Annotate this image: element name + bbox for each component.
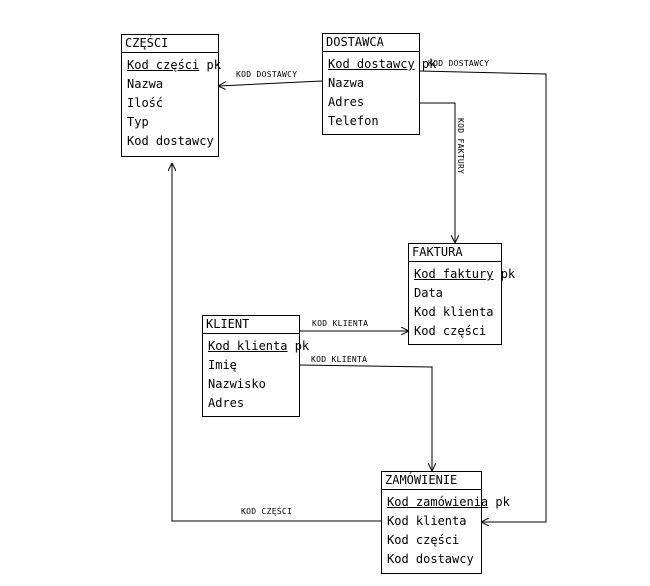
pk-name: Kod części: [127, 58, 200, 72]
attr: Nazwa: [127, 77, 164, 91]
pk-name: Kod dostawcy: [328, 57, 415, 71]
relation-label-klient-faktura: KOD KLIENTA: [312, 319, 369, 328]
line-dostawca-zamowienie: [419, 70, 547, 522]
attr: Kod klienta: [387, 514, 467, 528]
line-dostawca-faktura: [420, 102, 455, 242]
pk-name: Kod faktury: [414, 267, 494, 281]
pk-marker: pk: [488, 495, 510, 509]
attr: Kod dostawcy: [127, 134, 214, 148]
attr: Telefon: [328, 114, 379, 128]
entity-czesci[interactable]: CZĘŚCI Kod części pk Nazwa Ilość Typ Kod…: [121, 34, 221, 157]
primary-key-attr: Kod dostawcy pk: [323, 55, 436, 74]
relation-label-zamowienie-czesci: KOD CZĘŚCI: [241, 507, 293, 516]
entity-title: KLIENT: [203, 316, 299, 334]
pk-name: Kod zamówienia: [387, 495, 489, 509]
primary-key-attr: Kod klienta pk: [203, 337, 309, 356]
attr: Data: [414, 286, 443, 300]
pk-marker: pk: [287, 339, 310, 353]
line-dostawca-czesci: [219, 80, 323, 86]
entity-title: CZĘŚCI: [122, 35, 218, 53]
attr: Adres: [208, 396, 245, 410]
relation-label-dostawca-zamowienie: KOD DOSTAWCY: [428, 59, 490, 68]
pk-marker: pk: [414, 57, 437, 71]
attr: Nazwa: [328, 76, 365, 90]
entity-title: DOSTAWCA: [323, 34, 419, 52]
pk-marker: pk: [199, 58, 221, 72]
relation-label-dostawca-czesci: KOD DOSTAWCY: [236, 70, 298, 79]
attr: Kod części: [414, 324, 487, 338]
attr: Adres: [328, 95, 365, 109]
attr: Ilość: [127, 96, 164, 110]
attr: Imię: [208, 358, 237, 372]
relation-label-klient-zamowienie: KOD KLIENTA: [311, 355, 368, 364]
line-klient-zamowienie: [299, 364, 432, 470]
entity-title: FAKTURA: [409, 244, 501, 262]
line-zamowienie-czesci: [172, 164, 381, 522]
pk-marker: pk: [493, 267, 516, 281]
primary-key-attr: Kod części pk: [122, 56, 221, 75]
entity-faktura[interactable]: FAKTURA Kod faktury pk Data Kod klienta …: [408, 243, 515, 345]
attr: Nazwisko: [208, 377, 266, 391]
attr: Kod części: [387, 533, 460, 547]
primary-key-attr: Kod faktury pk: [409, 265, 515, 284]
primary-key-attr: Kod zamówienia pk: [382, 493, 510, 512]
entity-dostawca[interactable]: DOSTAWCA Kod dostawcy pk Nazwa Adres Tel…: [322, 33, 436, 135]
pk-name: Kod klienta: [208, 339, 288, 353]
attr: Typ: [127, 115, 149, 129]
entity-klient[interactable]: KLIENT Kod klienta pk Imię Nazwisko Adre…: [202, 315, 309, 417]
relation-label-dostawca-faktura: KOD FAKTURY: [456, 118, 465, 175]
entity-zamowienie[interactable]: ZAMÓWIENIE Kod zamówienia pk Kod klienta…: [381, 471, 510, 574]
attr: Kod klienta: [414, 305, 494, 319]
attr: Kod dostawcy: [387, 552, 474, 566]
entity-title: ZAMÓWIENIE: [382, 472, 481, 490]
